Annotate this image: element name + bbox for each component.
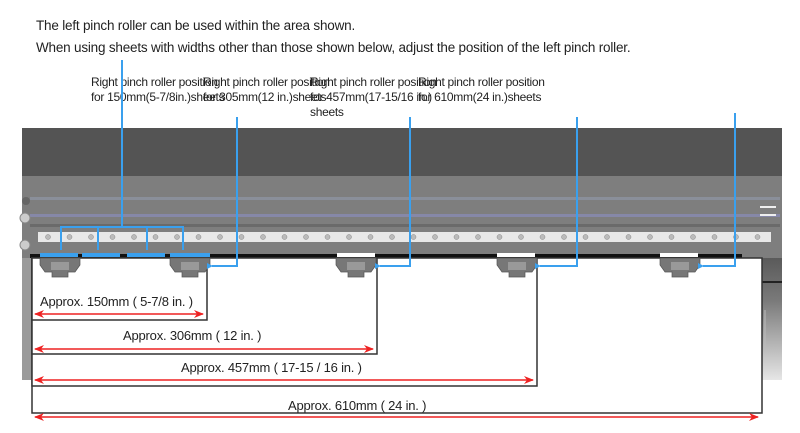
pinch-roller-heads [39,257,701,278]
pinch-roller [659,257,701,278]
indicator-mark [760,214,776,216]
left-pinch-roller-area [40,60,210,257]
pinch-roller [496,257,538,278]
grit-dot [109,234,116,240]
callout-text: for 150mm(5-7/8in.)sheets [91,90,225,104]
grit-dot [410,234,417,240]
rail-line [30,197,780,200]
rail-line [30,224,780,227]
callout-457mm: Right pinch roller position for 457mm(17… [310,75,437,120]
grit-dot [152,234,159,240]
right-roller-callouts [207,113,736,269]
grit-dot [496,234,503,240]
knob-icon [22,197,30,205]
grit-dot [45,234,51,240]
callout-line-457mm [535,117,578,269]
callout-line-150mm [207,117,238,269]
dimension-label-150mm: Approx. 150mm ( 5-7/8 in. ) [40,294,193,309]
left-roller-callout-line [60,60,184,250]
dimension-arrows [34,310,759,421]
grit-dot [711,234,718,240]
grit-dot [281,234,288,240]
grit-dot [389,234,395,240]
grit-dot [66,234,73,240]
callout-text: Right pinch roller position [203,75,330,89]
grit-dot [453,234,460,240]
knob-icon [19,239,31,251]
intro-line-1: The left pinch roller can be used within… [36,18,355,33]
grit-roller-dots [45,234,761,240]
area-bar [82,253,120,257]
grit-dot [260,234,266,240]
grit-dot [217,234,223,240]
pinch-roller [169,257,211,278]
dimension-label-457mm: Approx. 457mm ( 17-15 / 16 in. ) [181,360,362,375]
grit-dot [754,234,761,240]
grit-roller-strip [38,232,771,242]
callout-text: Right pinch roller position [310,75,437,89]
slot [660,253,698,257]
grit-dot [303,234,309,240]
callout-text: Right pinch roller position [418,75,545,89]
callout-text: sheets [310,105,344,119]
dimension-label-306mm: Approx. 306mm ( 12 in. ) [123,328,262,343]
grit-dot [195,234,202,240]
grit-dot [518,234,524,240]
grit-dot [174,234,180,240]
indicator-mark [760,206,776,208]
grit-dot [604,234,610,240]
dimension-label-610mm: Approx. 610mm ( 24 in. ) [288,398,427,413]
grit-dot [367,234,374,240]
callout-text: for 610mm(24 in.)sheets [418,90,542,104]
grit-dot [475,234,481,240]
grit-dot [88,234,94,240]
rail-line [30,214,780,217]
grit-dot [668,234,675,240]
grit-dot [582,234,589,240]
grit-dot [346,234,352,240]
left-leg [22,258,32,380]
area-bar [127,253,165,257]
grit-dot [238,234,245,240]
callout-text: for 305mm(12 in.)sheets [203,90,327,104]
callout-610mm: Right pinch roller position for 610mm(24… [418,75,545,105]
grit-dot [625,234,632,240]
grit-dot [131,234,137,240]
grit-dot [561,234,567,240]
platen-edge [30,254,742,258]
grit-dot [432,234,438,240]
intro-line-2: When using sheets with widths other than… [36,40,631,55]
grit-dot [324,234,331,240]
slot [337,253,375,257]
callout-text: for 457mm(17-15/16 in.) [310,90,432,104]
callout-line-610mm [698,113,736,269]
pinch-roller [39,257,81,278]
plotter-top-cover [22,128,782,176]
area-bar [170,253,210,257]
knob-icon [19,212,31,224]
callout-line-305mm [375,117,411,269]
callout-305mm: Right pinch roller position for 305mm(12… [203,75,330,105]
grit-dot [690,234,696,240]
area-bar [40,253,78,257]
pinch-roller [335,257,377,278]
slot [497,253,535,257]
grit-dot [647,234,653,240]
grit-dot [539,234,546,240]
